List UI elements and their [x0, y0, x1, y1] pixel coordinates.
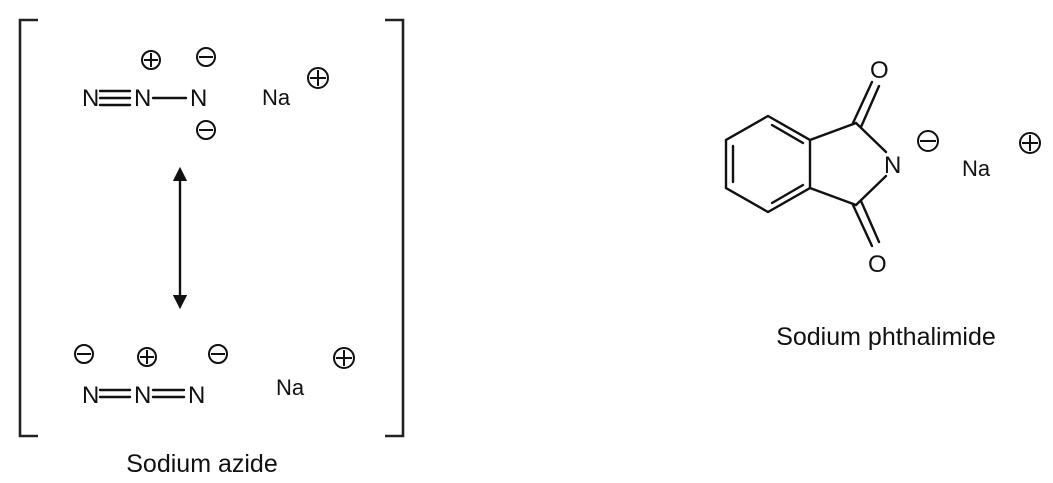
sodium-phthalimide-group: O O N Na Sodium phthalimide: [724, 57, 1041, 351]
positive-charge-icon: [307, 67, 329, 89]
atom-n: N: [884, 152, 901, 179]
negative-charge-icon: [208, 344, 228, 364]
left-bracket: [18, 18, 38, 438]
negative-charge-icon: [196, 47, 216, 67]
sodium-phthalimide-caption: Sodium phthalimide: [776, 323, 996, 351]
atom-n: N: [82, 85, 99, 112]
atom-n: N: [134, 382, 151, 409]
azide-bottom-structure: N N N Na: [74, 344, 355, 409]
atom-n: N: [188, 382, 205, 409]
sodium-label: Na: [276, 375, 305, 400]
positive-charge-icon: [141, 50, 161, 70]
positive-charge-icon: [137, 347, 157, 367]
negative-charge-icon: [74, 344, 94, 364]
atom-n: N: [190, 85, 207, 112]
atom-n: N: [134, 85, 151, 112]
sodium-azide-group: N N N Na: [18, 18, 405, 478]
atom-o: O: [868, 251, 887, 278]
right-bracket: [385, 18, 405, 438]
negative-charge-icon: [917, 130, 939, 152]
positive-charge-icon: [1019, 132, 1041, 154]
positive-charge-icon: [333, 347, 355, 369]
sodium-label: Na: [962, 156, 991, 181]
atom-o: O: [870, 57, 889, 84]
azide-top-structure: N N N Na: [82, 47, 329, 140]
atom-n: N: [82, 382, 99, 409]
sodium-label: Na: [262, 85, 291, 110]
negative-charge-icon: [196, 120, 216, 140]
sodium-azide-caption: Sodium azide: [126, 450, 277, 478]
phthalimide-structure: O O N Na: [724, 57, 1041, 278]
